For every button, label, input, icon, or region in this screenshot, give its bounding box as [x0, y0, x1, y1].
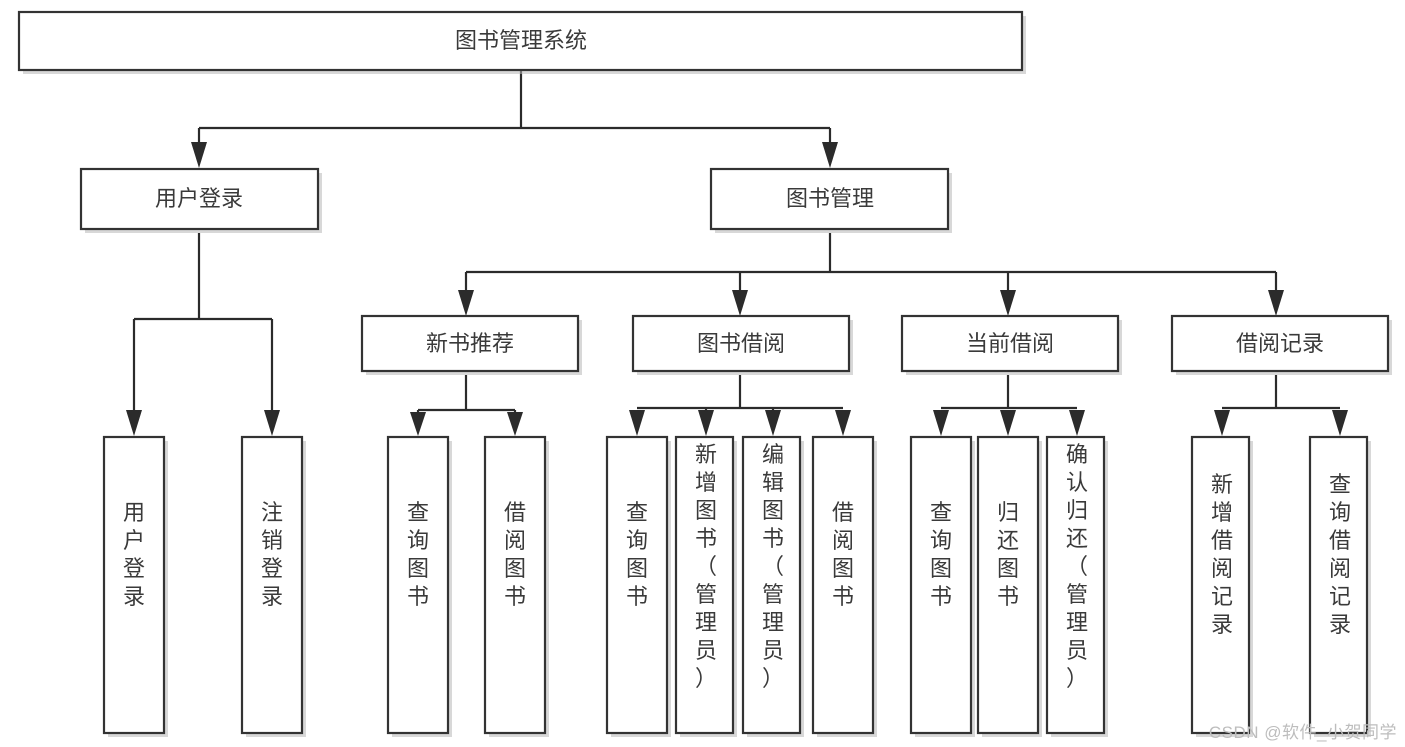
- leaf-box[interactable]: [1045, 435, 1106, 735]
- arrow-to-book-manage: [822, 142, 838, 168]
- leaf-label: 借阅图书: [504, 500, 526, 609]
- arrow-to-record-leaf-1: [1214, 410, 1230, 436]
- node-user-login[interactable]: 用户登录: [79, 167, 322, 233]
- arrow-to-book-borrow: [732, 290, 748, 316]
- leaf-box[interactable]: [605, 435, 669, 735]
- leaf-box[interactable]: [1308, 435, 1369, 735]
- node-book-manage[interactable]: 图书管理: [709, 167, 952, 233]
- leaf-box[interactable]: [240, 435, 304, 735]
- arrow-to-user-login: [191, 142, 207, 168]
- leaf-label: 查询图书: [407, 500, 429, 609]
- new-book-recommend-box[interactable]: [360, 314, 580, 373]
- leaf-node[interactable]: 确认归还（管理员）: [1045, 435, 1108, 737]
- leaf-label: 归还图书: [997, 500, 1019, 609]
- leaf-node[interactable]: 借阅图书: [811, 435, 877, 737]
- current-borrow-label: 当前借阅: [966, 331, 1054, 356]
- leaf-label: 借阅图书: [832, 500, 854, 609]
- arrow-to-recommend-leaf-1: [410, 412, 426, 436]
- leaf-label: 编辑图书（管理员）: [762, 442, 784, 691]
- leaf-node[interactable]: 查询借阅记录: [1308, 435, 1371, 737]
- leaf-node[interactable]: 查询图书: [909, 435, 975, 737]
- leaf-node[interactable]: 借阅图书: [483, 435, 549, 737]
- node-book-borrow[interactable]: 图书借阅: [631, 314, 853, 375]
- leaf-box[interactable]: [483, 435, 547, 735]
- leaf-box[interactable]: [811, 435, 875, 735]
- leaf-node[interactable]: 查询图书: [605, 435, 671, 737]
- leaf-node[interactable]: 编辑图书（管理员）: [741, 435, 804, 737]
- node-borrow-record[interactable]: 借阅记录: [1170, 314, 1392, 375]
- book-borrow-label: 图书借阅: [697, 331, 785, 356]
- node-current-borrow[interactable]: 当前借阅: [900, 314, 1122, 375]
- leaf-label: 查询图书: [626, 500, 648, 609]
- arrow-to-borrow-leaf-3: [765, 410, 781, 436]
- arrow-to-recommend-leaf-2: [507, 412, 523, 436]
- leaf-label: 确认归还（管理员）: [1066, 442, 1088, 691]
- arrow-to-leaf-logout: [264, 410, 280, 436]
- leaf-label: 查询借阅记录: [1329, 472, 1351, 637]
- book-manage-label: 图书管理: [786, 186, 874, 211]
- leaf-box[interactable]: [1190, 435, 1251, 735]
- leaf-label: 查询图书: [930, 500, 952, 609]
- user-login-box[interactable]: [79, 167, 320, 231]
- book-manage-box[interactable]: [709, 167, 950, 231]
- arrow-to-current-leaf-1: [933, 410, 949, 436]
- leaf-box[interactable]: [674, 435, 735, 735]
- leaf-box[interactable]: [976, 435, 1040, 735]
- leaf-box[interactable]: [386, 435, 450, 735]
- root-box[interactable]: [17, 10, 1024, 72]
- leaf-box[interactable]: [102, 435, 166, 735]
- root-label: 图书管理系统: [455, 28, 587, 53]
- leaf-box[interactable]: [741, 435, 802, 735]
- leaf-label: 注销登录: [261, 500, 283, 609]
- borrow-record-box[interactable]: [1170, 314, 1390, 373]
- arrow-to-borrow-leaf-1: [629, 410, 645, 436]
- leaf-node[interactable]: 查询图书: [386, 435, 452, 737]
- borrow-record-label: 借阅记录: [1236, 331, 1324, 356]
- node-new-book-recommend[interactable]: 新书推荐: [360, 314, 582, 375]
- arrow-to-current-leaf-3: [1069, 410, 1085, 436]
- leaf-node[interactable]: 新增借阅记录: [1190, 435, 1253, 737]
- leaf-node[interactable]: 用户登录: [102, 435, 168, 737]
- arrow-to-record-leaf-2: [1332, 410, 1348, 436]
- leaf-node[interactable]: 归还图书: [976, 435, 1042, 737]
- arrow-to-new-book-recommend: [458, 290, 474, 316]
- arrow-to-leaf-user-login: [126, 410, 142, 436]
- new-book-recommend-label: 新书推荐: [426, 331, 514, 356]
- leaf-label: 用户登录: [123, 500, 145, 609]
- leaf-label: 新增借阅记录: [1211, 472, 1233, 637]
- node-root-system[interactable]: 图书管理系统: [17, 10, 1026, 74]
- arrow-to-borrow-record: [1268, 290, 1284, 316]
- arrow-to-borrow-leaf-2: [698, 410, 714, 436]
- user-login-label: 用户登录: [155, 186, 243, 211]
- leaf-node[interactable]: 注销登录: [240, 435, 306, 737]
- current-borrow-box[interactable]: [900, 314, 1120, 373]
- leaf-node[interactable]: 新增图书（管理员）: [674, 435, 737, 737]
- arrow-to-borrow-leaf-4: [835, 410, 851, 436]
- leaf-box[interactable]: [909, 435, 973, 735]
- connector-layer: [126, 71, 1348, 436]
- arrow-to-current-borrow: [1000, 290, 1016, 316]
- leaf-label: 新增图书（管理员）: [695, 442, 717, 691]
- book-borrow-box[interactable]: [631, 314, 851, 373]
- arrow-to-current-leaf-2: [1000, 410, 1016, 436]
